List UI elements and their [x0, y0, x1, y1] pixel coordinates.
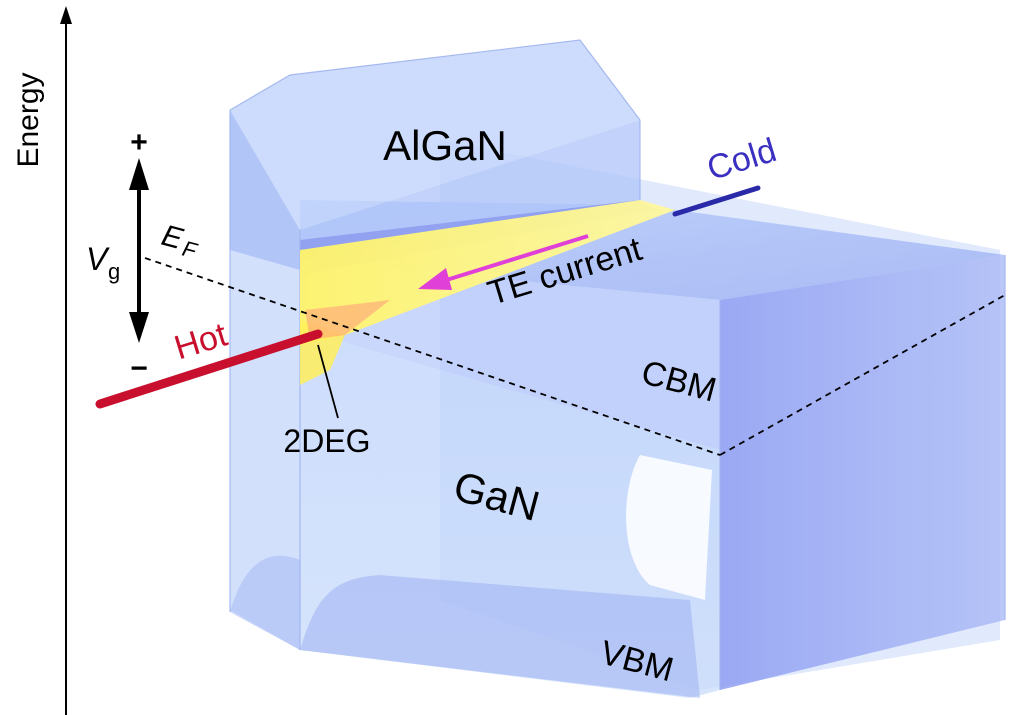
cbm-right-face — [720, 255, 1005, 690]
te-current-arrow — [418, 234, 589, 290]
energy-label: Energy — [12, 72, 45, 167]
energy-axis — [60, 6, 72, 715]
algan-top-face — [230, 40, 640, 230]
cold-lead — [672, 185, 761, 217]
vbm-left-lip — [230, 555, 300, 650]
algan-label: AlGaN — [383, 122, 507, 169]
hot-lead — [95, 329, 323, 409]
algan-left-face — [230, 110, 300, 270]
twodeg-label: 2DEG — [283, 423, 370, 459]
fermi-level-line — [144, 257, 1006, 456]
vg-arrow — [129, 158, 149, 343]
gan-gap-highlight — [626, 455, 712, 600]
minus-sign: − — [130, 352, 148, 385]
plus-sign: + — [130, 126, 148, 159]
band-structure — [229, 39, 1006, 698]
vg-subscript: g — [108, 259, 120, 284]
ef-subscript: F — [180, 236, 201, 264]
hot-label: Hot — [170, 315, 232, 367]
algan-front-face — [300, 120, 640, 260]
twodeg-hot-glow — [305, 300, 390, 340]
twodeg-pointer — [317, 344, 339, 419]
cold-label: Cold — [703, 131, 781, 188]
vg-label: V — [86, 241, 110, 277]
vbm-surface — [300, 575, 700, 698]
